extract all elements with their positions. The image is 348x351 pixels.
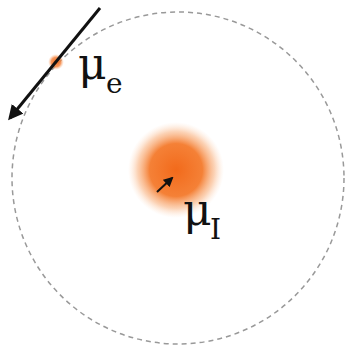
- moment-subscript: e: [106, 70, 123, 98]
- nuclear-moment-arrow: [157, 178, 172, 192]
- orbit-circle: [12, 12, 344, 344]
- moment-symbol: μ: [183, 188, 212, 232]
- moment-subscript: I: [210, 216, 221, 244]
- moment-symbol: μ: [78, 42, 107, 86]
